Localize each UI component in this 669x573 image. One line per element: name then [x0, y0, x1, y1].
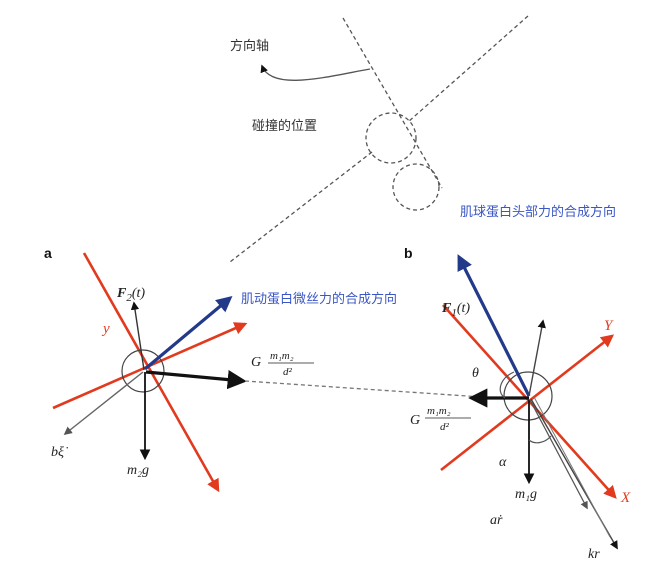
panel-b-label: b	[404, 245, 413, 261]
direction-axis-pointer	[260, 64, 371, 81]
a-r-label: aṙ	[490, 513, 503, 528]
X-axis-label-b: X	[620, 490, 631, 506]
direction-axis-label: 方向轴	[230, 38, 269, 54]
actin-resultant-label: 肌动蛋白微丝力的合成方向	[241, 291, 397, 307]
gravity-g-label-a: G	[251, 355, 261, 370]
direction-axis-line	[342, 17, 443, 189]
center-circle-a	[121, 349, 165, 393]
f2-arrow	[130, 301, 145, 371]
filament-line-upper	[407, 15, 529, 123]
m1g-label: m₁g	[515, 487, 537, 502]
panel-a-label: a	[44, 245, 52, 261]
k-r-parallel-line	[533, 396, 611, 538]
f1-arrow	[457, 254, 531, 397]
y-axis-label-a: y	[101, 321, 110, 337]
gravity-frac-den-a: d²	[283, 366, 293, 378]
Y-axis-label-b: Y	[604, 318, 614, 334]
myosin-head-resultant-label: 肌球蛋白头部力的合成方向	[460, 204, 616, 220]
myosin-head-circle	[392, 163, 440, 211]
m2g-label: m₂g	[127, 463, 149, 478]
panel-b: b Y X F1(t) G m₁m₂ d² θ m₁g α aṙ	[404, 245, 631, 562]
collision-schematic: 方向轴 碰撞的位置 肌球蛋白头部力的合成方向	[229, 15, 616, 263]
collision-circle	[365, 112, 417, 164]
actin-resultant-arrow	[143, 295, 233, 371]
f1-label: F1(t)	[441, 301, 470, 319]
theta-label: θ	[472, 366, 479, 381]
alpha-angle-arc	[528, 435, 552, 444]
center-connector	[244, 380, 483, 398]
collision-position-label: 碰撞的位置	[252, 118, 317, 134]
gravity-frac-num-b: m₁m₂	[427, 405, 451, 417]
b-xi-arrow	[63, 371, 144, 436]
alpha-label: α	[499, 455, 507, 470]
b-xi-label: bξ̇	[51, 445, 68, 460]
gravity-frac-num-a: m₁m₂	[270, 350, 294, 362]
theta-angle-arc	[499, 371, 515, 399]
upward-thin-arrow-b	[528, 319, 546, 397]
gravity-arrow-a	[145, 370, 247, 390]
f2-label: F2(t)	[116, 286, 145, 304]
panel-a: a y 肌动蛋白微丝力的合成方向 F2(t) m₂g bξ̇ G m₁m₂ d²	[44, 245, 397, 493]
k-r-label: kr	[588, 547, 600, 562]
center-circle-b	[503, 371, 553, 421]
gravity-frac-den-b: d²	[440, 421, 450, 433]
filament-line-lower	[229, 151, 373, 263]
y-axis-line-b	[440, 334, 615, 472]
a-r-arrow	[529, 399, 588, 510]
gravity-g-label-b: G	[410, 413, 420, 428]
